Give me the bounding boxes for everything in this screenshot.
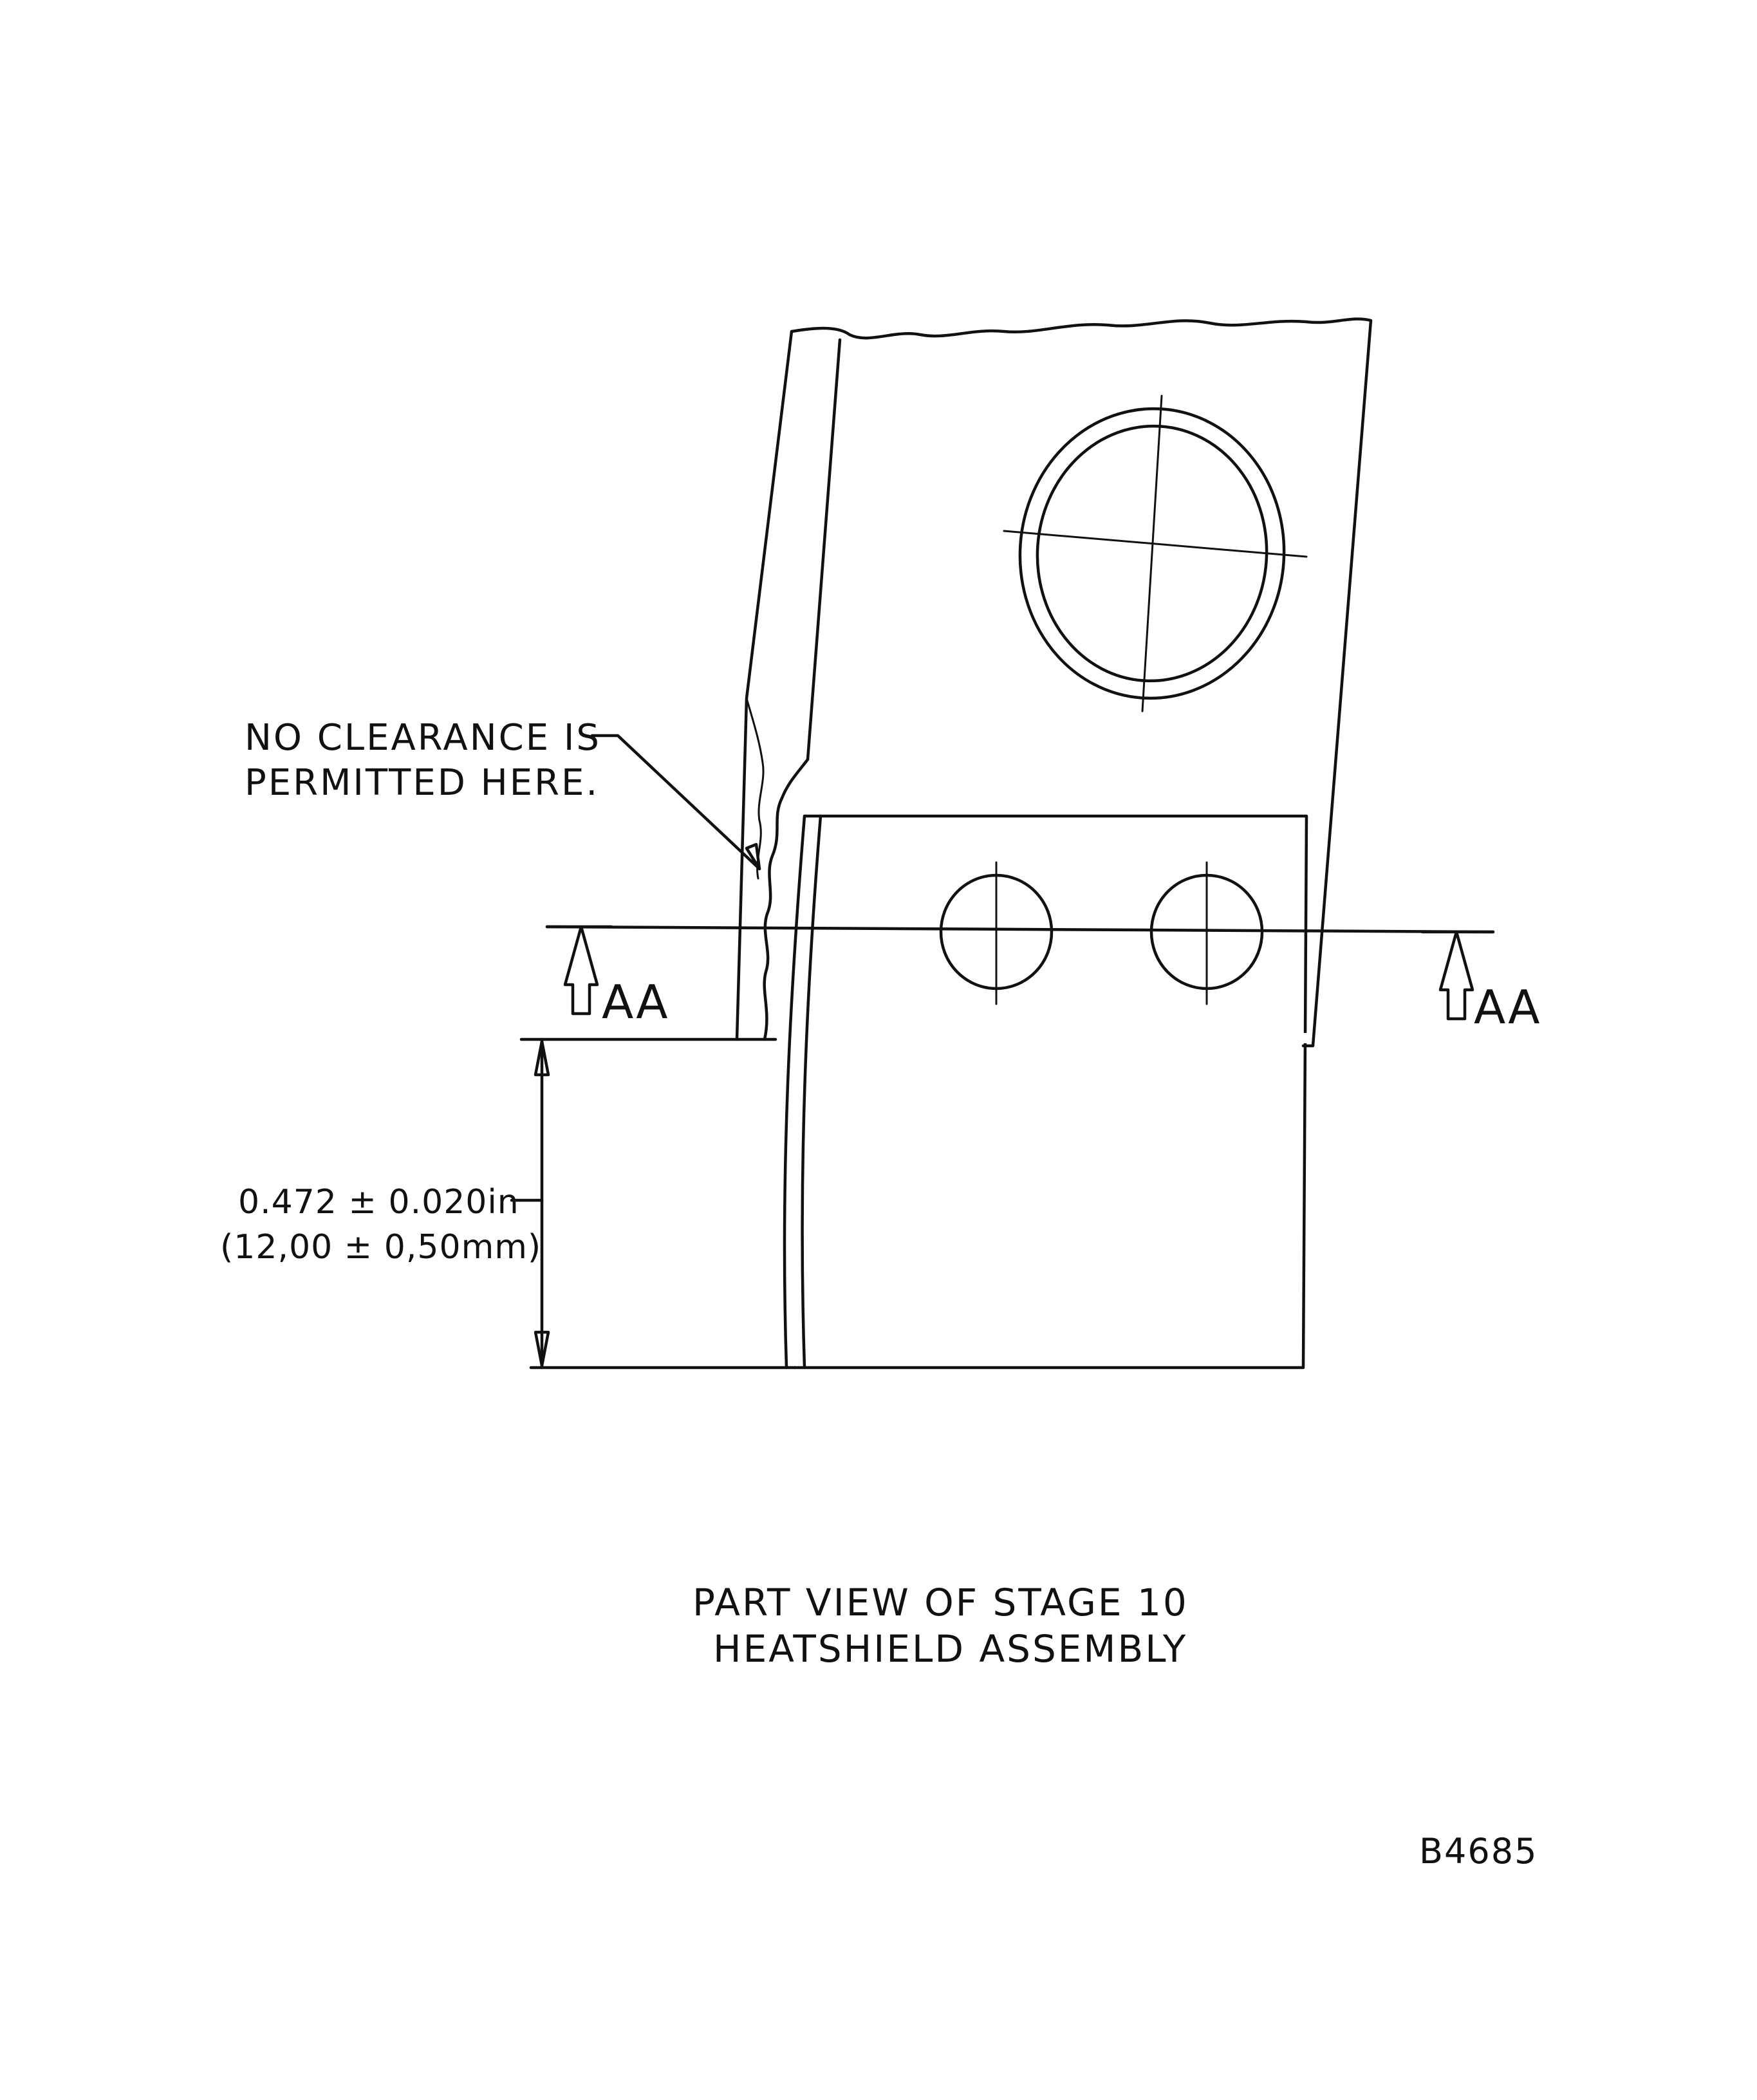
upper-panel-left-edge bbox=[735, 330, 794, 1041]
large-hole-inner bbox=[1036, 424, 1269, 683]
upper-panel-outline bbox=[790, 317, 1373, 1048]
large-hole-centerline-horizontal bbox=[1003, 530, 1308, 558]
clearance-note-leader bbox=[590, 734, 761, 871]
upper-panel-break-line-inner bbox=[745, 697, 765, 880]
lower-segment-outline bbox=[793, 814, 1308, 1370]
small-hole-1 bbox=[939, 861, 1054, 1005]
dimension-arrow-top-icon bbox=[534, 1039, 550, 1077]
section-arrow-left-icon bbox=[563, 925, 599, 1016]
lower-segment-left-edge-outer bbox=[783, 814, 806, 1370]
section-line bbox=[545, 925, 1495, 934]
height-dimension: 0.472 ± 0.020in (12,00 ± 0,50mm) bbox=[220, 1037, 797, 1370]
caption-line-2: HEATSHIELD ASSEMBLY bbox=[713, 1627, 1187, 1671]
small-hole-2 bbox=[1149, 861, 1264, 1005]
figure-caption: PART VIEW OF STAGE 10 HEATSHIELD ASSEMBL… bbox=[693, 1581, 1189, 1671]
clearance-note-arrowhead-icon bbox=[745, 842, 761, 871]
upper-panel bbox=[735, 317, 1373, 1048]
section-label-left: AA bbox=[602, 975, 669, 1029]
clearance-note-line-1: NO CLEARANCE IS bbox=[245, 717, 601, 759]
section-arrow-right bbox=[1438, 930, 1474, 1021]
clearance-note-line-2: PERMITTED HERE. bbox=[245, 762, 599, 804]
dimension-metric: (12,00 ± 0,50mm) bbox=[220, 1228, 541, 1267]
figure-reference-number: B4685 bbox=[1419, 1831, 1538, 1872]
caption-line-1: PART VIEW OF STAGE 10 bbox=[693, 1581, 1189, 1624]
dimension-imperial: 0.472 ± 0.020in bbox=[238, 1183, 519, 1222]
large-hole-centerline-vertical bbox=[1141, 395, 1163, 712]
lower-segment bbox=[783, 814, 1312, 1370]
section-line-aa: AA AA bbox=[545, 925, 1541, 1034]
dimension-arrow-bottom-icon bbox=[534, 1330, 550, 1368]
section-arrow-left bbox=[563, 925, 599, 1016]
large-hole-outer bbox=[1018, 407, 1286, 700]
upper-panel-break-line bbox=[763, 757, 810, 1041]
section-arrow-right-icon bbox=[1438, 930, 1474, 1021]
upper-panel-inner-edge bbox=[806, 338, 842, 761]
clearance-note: NO CLEARANCE IS PERMITTED HERE. bbox=[245, 717, 761, 871]
lower-segment-left-edge-inner bbox=[801, 814, 823, 1370]
large-hole bbox=[1003, 395, 1308, 712]
section-label-right: AA bbox=[1474, 980, 1541, 1034]
